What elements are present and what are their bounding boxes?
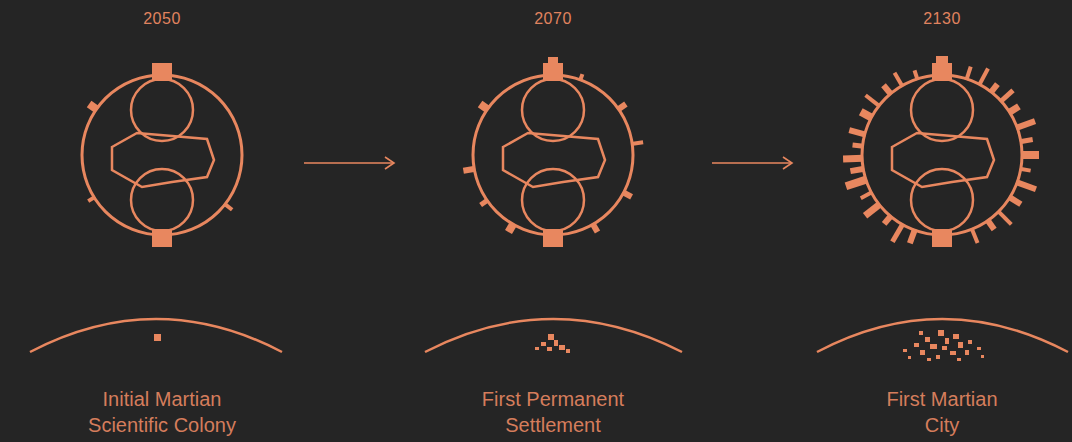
timeline-arrow <box>304 157 394 169</box>
stage-caption: Initial Martian Scientific Colony <box>62 386 262 438</box>
stage-node: 2130First Martian City <box>792 0 1072 440</box>
stage-caption: First Martian City <box>867 386 1017 438</box>
stage-node: 2050Initial Martian Scientific Colony <box>20 0 304 440</box>
year-label: 2050 <box>20 10 304 28</box>
year-label: 2130 <box>792 10 1072 28</box>
stage-node: 2070First Permanent Settlement <box>394 0 712 440</box>
stage-caption: First Permanent Settlement <box>466 386 641 438</box>
timeline-arrow <box>712 157 792 169</box>
year-label: 2070 <box>394 10 712 28</box>
